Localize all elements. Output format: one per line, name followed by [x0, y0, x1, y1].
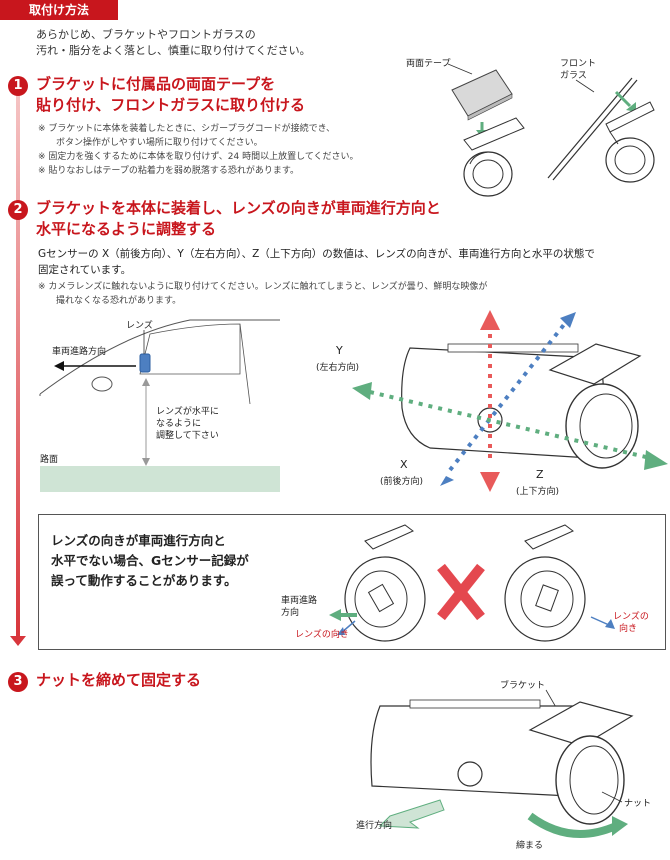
warning-box: レンズの向きが車両進行方向と 水平でない場合、Gセンサー記録が 誤って動作するこ…	[38, 514, 666, 650]
step3-title: ナットを締めて固定する	[36, 671, 202, 689]
bracket-tape-illustration: 両面テープ フロント ガラス	[406, 58, 655, 197]
tape-label: 両面テープ	[406, 58, 450, 69]
intro-text: あらかじめ、ブラケットやフロントガラスの 汚れ・脂分をよく落とし、慎重に取り付け…	[36, 28, 311, 57]
warning-text: レンズの向きが車両進行方向と 水平でない場合、Gセンサー記録が 誤って動作するこ…	[51, 533, 249, 588]
step2-title: ブラケットを本体に装着し、レンズの向きが車両進行方向と 水平になるように調整する	[36, 199, 441, 238]
warn-dir-2: 方向	[281, 606, 299, 618]
level-label-2: なるように	[156, 418, 201, 429]
section-tag: 取付け方法	[0, 0, 118, 20]
step3-number: 3	[8, 672, 28, 692]
axis-y-label: Y	[335, 344, 343, 357]
glass-label-2: ガラス	[560, 70, 587, 81]
step1-title: ブラケットに付属品の両面テープを 貼り付け、フロントガラスに取り付ける	[36, 75, 305, 114]
axis-z-label: Z	[536, 468, 544, 481]
axis-y-sub: (左右方向)	[316, 361, 359, 373]
axis-z-sub: (上下方向)	[516, 485, 559, 497]
bracket-label: ブラケット	[500, 679, 545, 691]
level-label-3: 調整して下さい	[156, 429, 219, 441]
step2-notes: ※ カメラレンズに触れないように取り付けてください。レンズに触れてしまうと、レン…	[38, 282, 488, 306]
road-label: 路面	[40, 453, 58, 465]
progress-line	[16, 96, 20, 636]
step1-number: 1	[8, 76, 28, 96]
warn-lens-dir2-2: 向き	[619, 622, 637, 634]
warn-dir-1: 車両進路	[281, 594, 317, 606]
axis-x-label: X	[400, 458, 408, 471]
glass-label-1: フロント	[560, 59, 596, 69]
warning-illustration: 車両進路 方向 レンズの向き レンズの 向き	[281, 524, 649, 642]
nut-label: ナット	[624, 798, 651, 809]
direction-label: 車両進路方向	[52, 345, 106, 357]
step1-notes: ※ ブラケットに本体を装着したときに、シガープラグコードが接続でき、 ボタン操作…	[38, 124, 359, 176]
step3-direction-label: 進行方向	[356, 819, 392, 831]
car-side-diagram: レンズ 車両進路方向 レンズが水平に なるように 調整して下さい 路面	[39, 319, 280, 492]
level-label-1: レンズが水平に	[156, 405, 219, 417]
axis-x-sub: (前後方向)	[380, 475, 423, 487]
warn-lens-dir2-1: レンズの	[613, 610, 649, 622]
tighten-label: 締まる	[516, 839, 543, 851]
lens-label: レンズ	[126, 319, 153, 331]
step2-number: 2	[8, 200, 28, 220]
progress-arrow-icon	[10, 636, 26, 646]
camera-axes-diagram: Y (左右方向) X (前後方向) Z (上下方向)	[316, 310, 668, 497]
step2-body: Gセンサーの X（前後方向）、Y（左右方向）、Z（上下方向）の数値は、レンズの向…	[38, 248, 595, 276]
nut-tighten-illustration: ブラケット ナット 進行方向 締まる	[356, 679, 651, 851]
warn-lens-dir: レンズの向き	[295, 628, 349, 640]
